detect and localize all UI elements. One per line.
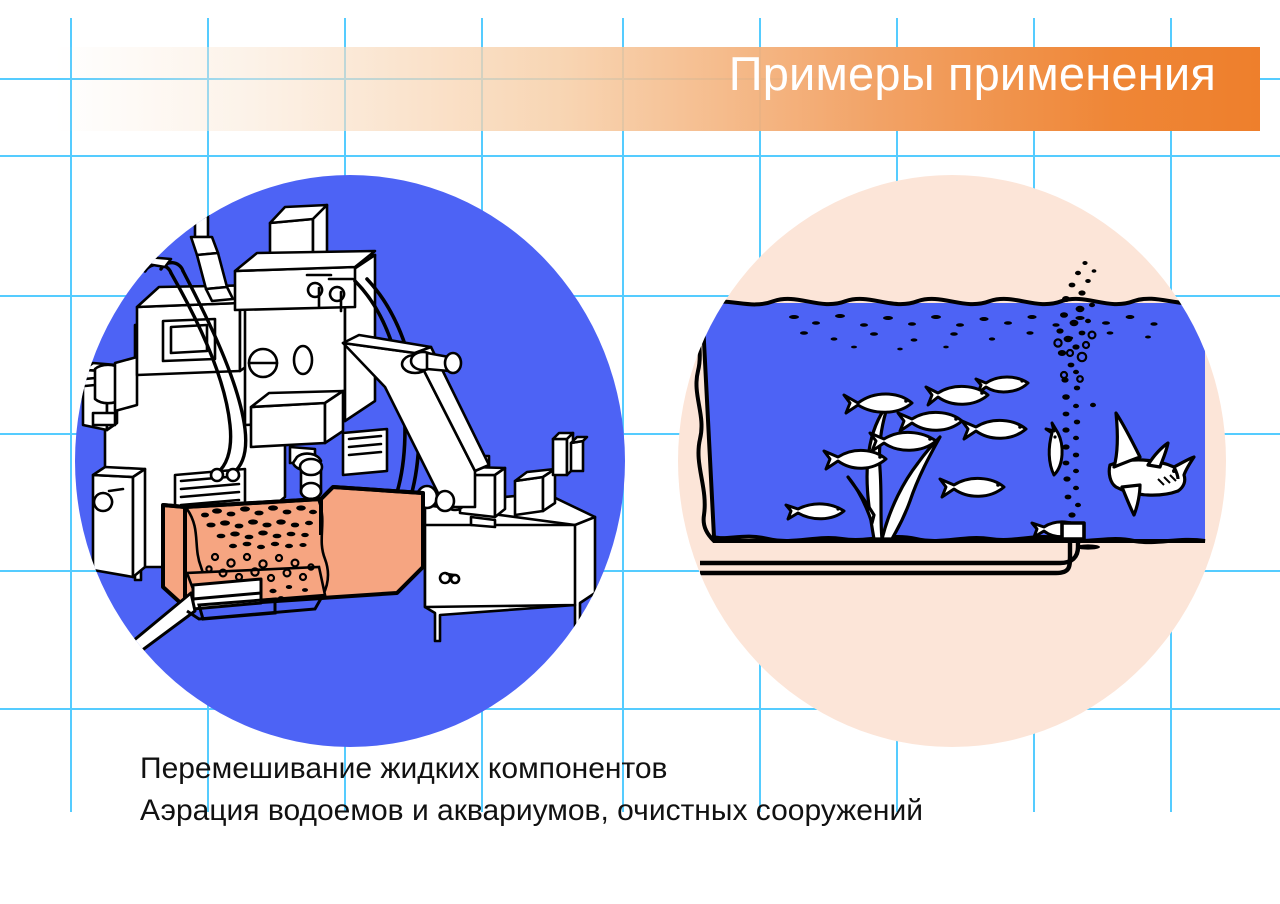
caption-line-1: Перемешивание жидких компонентов [140, 752, 668, 785]
grid-line-horizontal-1 [0, 155, 1280, 157]
page-title: Примеры применения [728, 47, 1216, 100]
water-aeration-drawing [694, 261, 1206, 576]
illustration-water-aeration [678, 175, 1226, 747]
caption-line-2: Аэрация водоемов и аквариумов, очистных … [140, 794, 924, 827]
illustration-mixing-machine [75, 175, 625, 747]
grid-line-vertical-0 [70, 18, 72, 812]
title-gradient-bar [55, 47, 1260, 131]
caption-block: Перемешивание жидких компонентов Аэрация… [140, 748, 1140, 832]
mixing-machine-drawing [75, 203, 597, 665]
